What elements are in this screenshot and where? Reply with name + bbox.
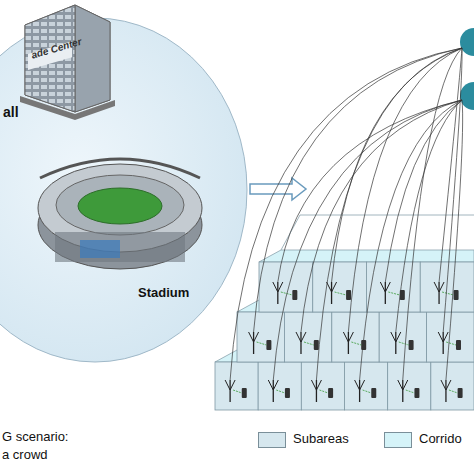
backhaul-link [439,48,462,282]
subarea-cell [284,312,331,362]
phone [314,340,319,350]
legend-swatch [384,432,412,448]
link [335,292,347,295]
backhaul-link [403,48,462,380]
link [363,390,372,393]
antenna [273,282,283,292]
legend-swatch [258,432,286,448]
backhaul-link [254,48,462,332]
link [276,390,285,393]
backhaul-link [360,100,462,380]
antenna [380,282,390,292]
link [406,390,415,393]
subarea-cell [379,312,426,362]
phone [292,290,297,300]
antenna [249,332,259,342]
place-label: Stadium [138,286,189,301]
phone [458,388,463,398]
place-label: all [3,104,19,120]
backhaul-link [385,100,462,282]
backhaul-link [278,100,462,282]
subarea-cell [388,362,431,410]
backhaul-link [348,48,462,332]
backhaul-link [230,48,462,380]
antenna [441,380,451,390]
antenna [327,282,337,292]
link [257,342,267,345]
phone [328,388,333,398]
phone [285,388,290,398]
caption-fragment: a crowd [2,448,48,463]
antenna [438,332,448,342]
antenna [398,380,408,390]
antenna [268,380,278,390]
antenna [434,282,444,292]
antenna [311,380,321,390]
backhaul-link [301,100,462,332]
antenna [391,332,401,342]
backhaul-link [446,100,463,380]
phone [414,388,419,398]
link [304,342,314,345]
link [442,292,454,295]
backhaul-link [316,48,462,380]
subarea-cell [332,312,379,362]
phone [242,388,247,398]
link [399,342,409,345]
phone [266,340,271,350]
legend-text: Corrido [419,432,462,447]
phone [371,388,376,398]
subarea-cell [313,262,367,312]
subarea-cell [431,362,474,410]
antenna [296,332,306,342]
phone [454,290,459,300]
backhaul-link [332,48,462,282]
antenna [355,380,365,390]
backhaul-link [273,100,462,380]
phone [456,340,461,350]
phone [409,340,414,350]
subarea-cell [427,312,474,362]
link [449,390,458,393]
subarea-cell [237,312,284,362]
caption-fragment: G scenario: [2,430,68,445]
link [388,292,400,295]
subarea-cell [258,362,301,410]
link [319,390,328,393]
link [351,342,361,345]
phone [346,290,351,300]
subarea-cell [345,362,388,410]
subarea-cell [301,362,344,410]
subarea-cell [215,362,258,410]
legend-text: Subareas [293,432,349,447]
link [233,390,242,393]
link [446,342,456,345]
backhaul-link [443,48,462,332]
antenna [343,332,353,342]
antenna [225,380,235,390]
